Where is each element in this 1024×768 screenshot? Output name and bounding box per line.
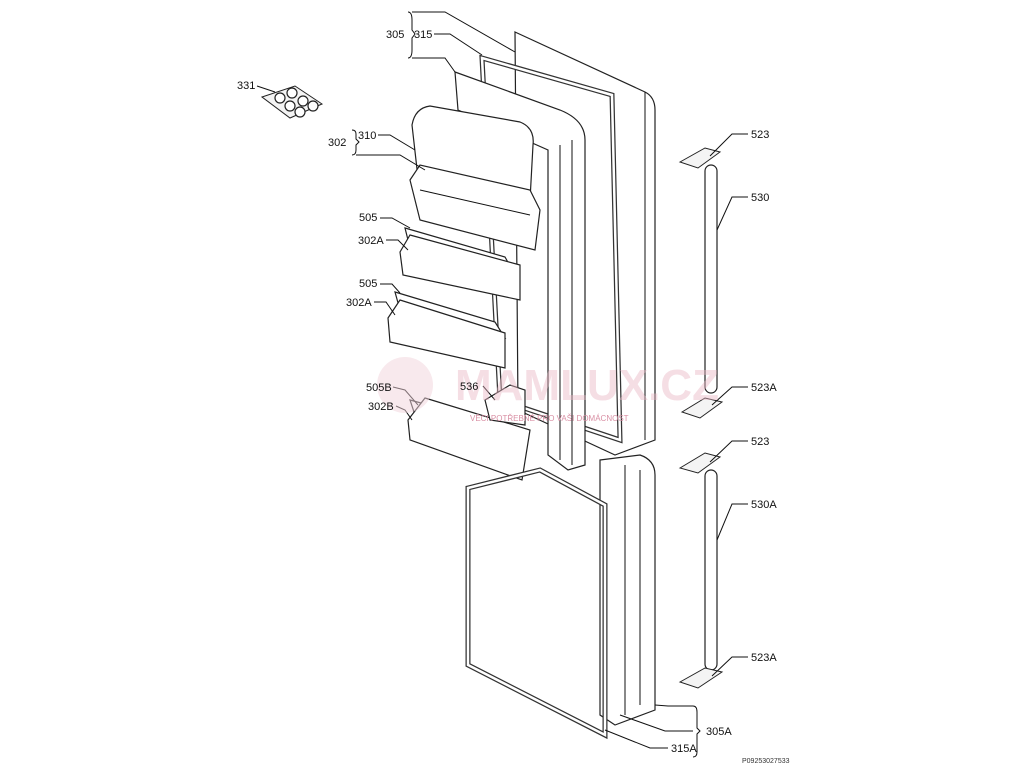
label-305a: 305A xyxy=(706,726,732,738)
door-shelf-302a-lower xyxy=(387,291,507,369)
svg-text:MAMLUX.CZ: MAMLUX.CZ xyxy=(455,361,719,410)
bottle-holder-536 xyxy=(484,384,526,426)
egg-tray xyxy=(260,85,324,119)
upper-door-liner xyxy=(454,71,586,471)
hinge-pin-530 xyxy=(704,164,718,394)
label-505: 505 xyxy=(359,278,377,290)
label-302a: 302A xyxy=(358,235,384,247)
hinge-pin-530a xyxy=(704,469,718,671)
label-505b: 505B xyxy=(366,382,392,394)
watermark: MAMLUX.CZ VĚCI POTŘEBNÉ PRO VAŠI DOMÁCNO… xyxy=(377,357,719,423)
label-315: 315 xyxy=(414,29,432,41)
label-505: 505 xyxy=(359,212,377,224)
label-302b: 302B xyxy=(368,401,394,413)
label-331: 331 xyxy=(237,80,255,92)
door-shelf-302a-upper xyxy=(399,227,521,301)
hinge-523a-lower xyxy=(678,667,724,689)
label-302: 302 xyxy=(328,137,346,149)
hinge-523a-upper xyxy=(680,397,724,419)
hinge-523-upper xyxy=(678,147,722,169)
label-302a: 302A xyxy=(346,297,372,309)
label-523a: 523A xyxy=(751,382,777,394)
watermark-tagline: VĚCI POTŘEBNÉ PRO VAŠI DOMÁCNOST xyxy=(470,414,629,423)
label-523a: 523A xyxy=(751,652,777,664)
label-305: 305 xyxy=(386,29,404,41)
label-523: 523 xyxy=(751,436,769,448)
label-315a: 315A xyxy=(671,743,697,755)
label-536: 536 xyxy=(460,381,478,393)
hinge-523-lower xyxy=(678,452,722,474)
label-310: 310 xyxy=(358,130,376,142)
door-shelf-302b xyxy=(407,397,531,481)
label-530: 530 xyxy=(751,192,769,204)
drawing-code: P09253027533 xyxy=(742,758,790,765)
label-523: 523 xyxy=(751,129,769,141)
lower-door-gasket xyxy=(465,467,608,740)
lower-door-panel xyxy=(599,454,656,726)
label-530a: 530A xyxy=(751,499,777,511)
dairy-compartment xyxy=(409,105,541,251)
